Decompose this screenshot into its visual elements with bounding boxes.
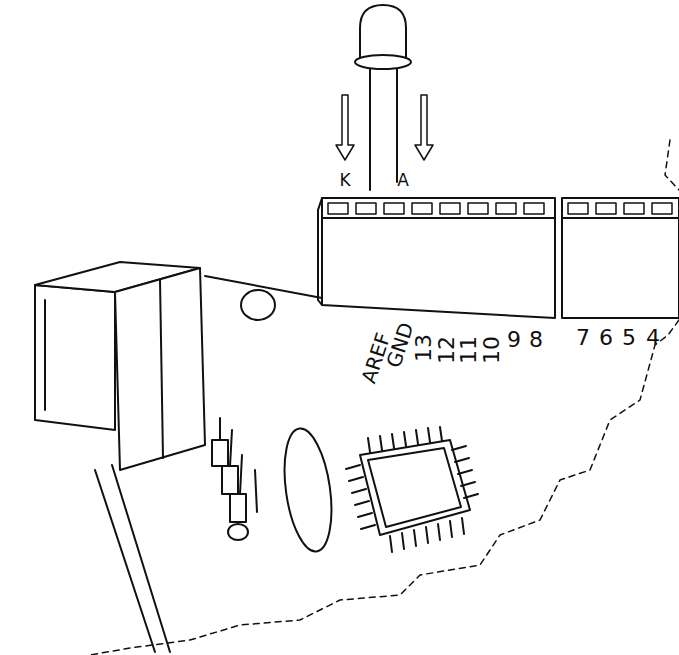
usb-jack <box>35 285 115 430</box>
female-header <box>318 198 555 318</box>
pin-label: 13 <box>413 334 435 362</box>
pin-label: 10 <box>481 336 503 364</box>
pin-label: 9 <box>507 329 521 351</box>
board-edge <box>205 276 322 298</box>
led <box>355 5 411 190</box>
pin-header <box>212 418 257 540</box>
lead-label: A <box>397 172 409 189</box>
microcontroller-chip <box>346 427 478 552</box>
female-header <box>562 198 679 318</box>
pin-label: 11 <box>458 336 480 364</box>
cut-line <box>90 140 679 655</box>
mounting-hole <box>241 290 275 320</box>
lead-label: K <box>339 172 350 189</box>
pin-label: GND <box>383 320 416 370</box>
usb-jack <box>45 280 163 458</box>
pin-label: 6 <box>599 327 613 349</box>
pin-label: 7 <box>576 327 590 349</box>
crystal <box>278 426 339 555</box>
pin-label: 5 <box>622 327 636 349</box>
board-edge <box>95 465 170 652</box>
pin-label: 12 <box>436 336 458 364</box>
insert-arrow <box>336 95 433 160</box>
pin-label: 8 <box>529 329 543 351</box>
pin-label: 4 <box>646 327 660 349</box>
